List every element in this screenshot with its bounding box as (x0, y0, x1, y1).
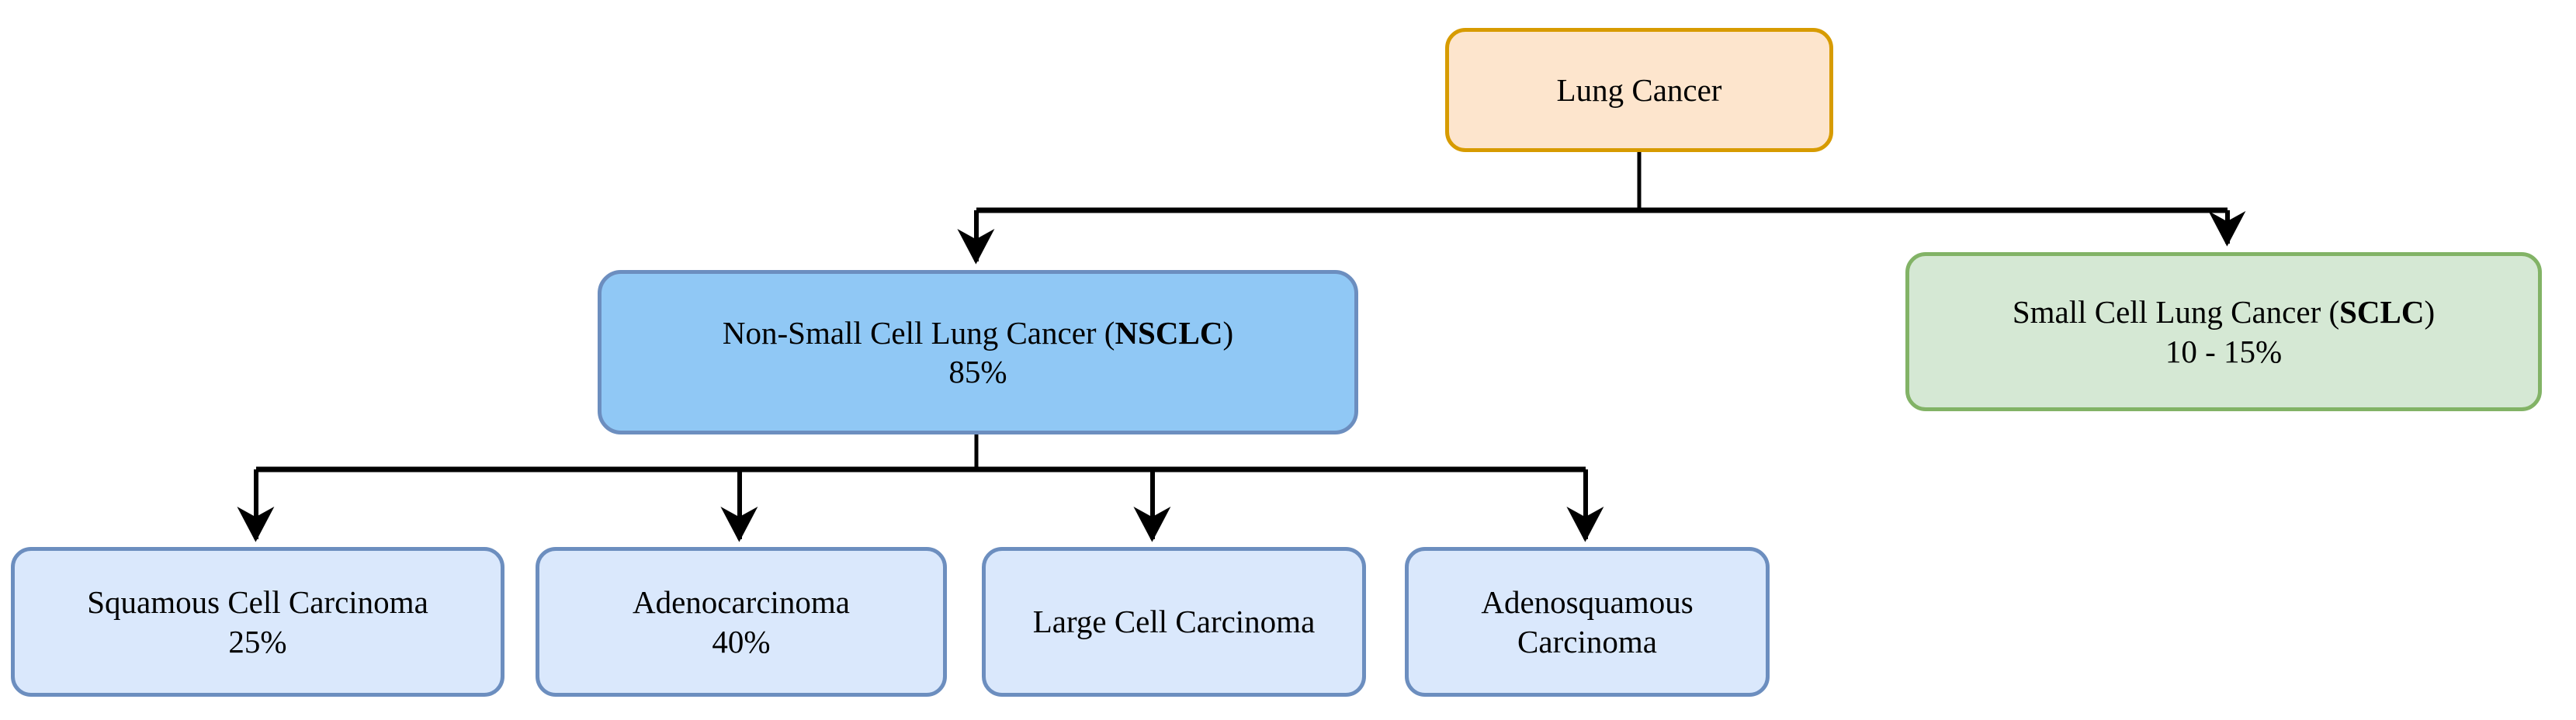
node-lung-cancer[interactable]: Lung Cancer (1445, 28, 1833, 152)
node-sclc-label-suffix: ) (2424, 294, 2436, 331)
node-adenosquamous-carcinoma-label-line2: Carcinoma (1517, 623, 1657, 659)
node-squamous-cell-carcinoma[interactable]: Squamous Cell Carcinoma 25% (11, 547, 504, 697)
node-adenosquamous-carcinoma[interactable]: Adenosquamous Carcinoma (1405, 547, 1770, 697)
node-squamous-cell-carcinoma-label: Squamous Cell Carcinoma (87, 584, 428, 621)
node-sclc-label: Small Cell Lung Cancer (SCLC) (2013, 292, 2435, 331)
edge-nsclc-trunk (256, 434, 1586, 472)
node-non-small-cell-lung-cancer[interactable]: Non-Small Cell Lung Cancer (NSCLC) 85% (598, 270, 1358, 434)
node-lung-cancer-label: Lung Cancer (1556, 71, 1722, 108)
node-sclc-percentage: 10 - 15% (2165, 333, 2283, 369)
node-adenocarcinoma-label: Adenocarcinoma (632, 584, 851, 621)
node-adenosquamous-carcinoma-label-line1: Adenosquamous (1481, 584, 1694, 621)
edge-root-trunk (976, 152, 2228, 213)
node-large-cell-carcinoma[interactable]: Large Cell Carcinoma (982, 547, 1366, 697)
node-small-cell-lung-cancer[interactable]: Small Cell Lung Cancer (SCLC) 10 - 15% (1905, 252, 2542, 411)
node-nsclc-label-prefix: Non-Small Cell Lung Cancer ( (722, 314, 1115, 351)
node-sclc-label-prefix: Small Cell Lung Cancer ( (2012, 294, 2340, 331)
node-adenocarcinoma-percentage: 40% (712, 623, 771, 659)
node-nsclc-percentage: 85% (948, 354, 1007, 389)
node-nsclc-abbreviation: NSCLC (1115, 314, 1223, 351)
node-nsclc-label-suffix: ) (1222, 314, 1234, 351)
node-nsclc-label: Non-Small Cell Lung Cancer (NSCLC) (723, 313, 1233, 352)
node-adenocarcinoma[interactable]: Adenocarcinoma 40% (536, 547, 947, 697)
node-large-cell-carcinoma-label: Large Cell Carcinoma (1032, 604, 1316, 640)
node-sclc-abbreviation: SCLC (2339, 294, 2425, 331)
node-squamous-cell-carcinoma-percentage: 25% (228, 623, 287, 659)
